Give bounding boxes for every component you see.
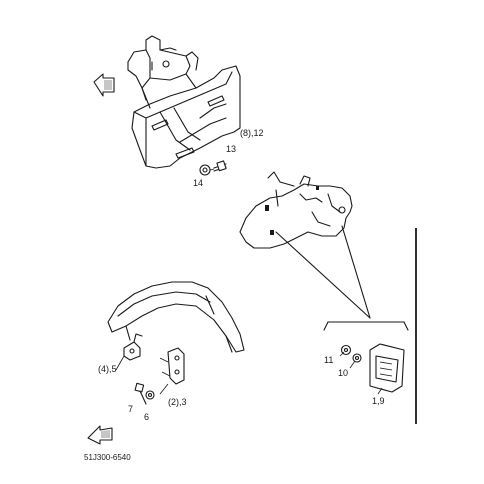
leader-10 <box>349 360 356 369</box>
label-part-1-9: 1,9 <box>372 396 385 406</box>
leader-11 <box>339 351 345 357</box>
bolt-7 <box>134 382 147 405</box>
fender-bracket-left <box>123 333 143 361</box>
reflector <box>369 343 405 393</box>
label-part-6: 6 <box>144 412 149 422</box>
diagram-code: 51J300-6540 <box>84 453 131 462</box>
fender-bracket-right <box>159 347 185 385</box>
nut-10 <box>352 353 362 363</box>
label-part-14: 14 <box>193 178 203 188</box>
label-part-13: 13 <box>226 144 236 154</box>
leader-2-3 <box>159 383 169 395</box>
washer-6 <box>145 390 155 400</box>
leader-1-9 <box>377 387 383 395</box>
label-part-7: 7 <box>128 404 133 414</box>
motorcycle-silhouette <box>239 171 353 249</box>
bolt-13 <box>213 160 227 172</box>
front-arrow-icon-bottom <box>87 425 113 445</box>
label-part-2-3: (2),3 <box>168 397 187 407</box>
callout-lines <box>275 225 409 331</box>
label-part-4-5: (4),5 <box>98 364 117 374</box>
front-arrow-icon-top <box>93 73 115 97</box>
front-fender <box>107 281 245 353</box>
license-plate-bracket <box>127 35 241 169</box>
leader-4-5 <box>115 355 125 371</box>
leader-13-14 <box>209 168 215 171</box>
label-part-8-12: (8),12 <box>240 128 264 138</box>
label-part-11: 11 <box>324 355 333 365</box>
label-part-10: 10 <box>338 368 348 378</box>
nut-14 <box>199 164 211 176</box>
